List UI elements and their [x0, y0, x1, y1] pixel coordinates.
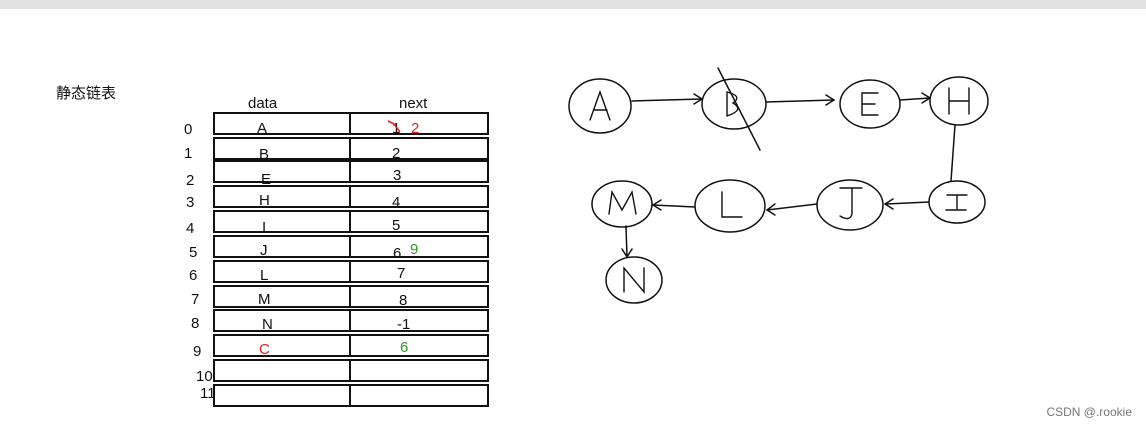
edge-e-h	[899, 97, 931, 101]
table-row	[213, 309, 489, 332]
data-cell: L	[260, 267, 269, 284]
table-row	[213, 160, 489, 183]
next-cell: -1	[397, 316, 411, 333]
row-index: 10	[196, 368, 213, 385]
next-cell: 7	[397, 265, 406, 282]
edge-j-l	[766, 203, 818, 211]
table-row	[213, 384, 489, 407]
next-cell-new: 2	[411, 120, 420, 137]
table-row	[213, 260, 489, 283]
data-cell: I	[262, 219, 267, 236]
edge-l-m	[652, 204, 696, 208]
glyph-i	[945, 194, 968, 211]
edge-a-b	[631, 98, 703, 102]
data-cell: N	[262, 316, 273, 333]
edge-b-e	[765, 99, 835, 103]
data-cell: A	[257, 120, 268, 137]
data-cell-new: C	[259, 341, 270, 358]
arrow-l-m-icon	[652, 199, 662, 211]
glyph-e	[861, 92, 879, 116]
next-cell-old: 1	[392, 120, 401, 137]
next-cell-old: 6	[393, 245, 402, 262]
glyph-n	[623, 266, 645, 294]
next-cell-new: 6	[400, 339, 409, 356]
arrow-j-l-icon	[766, 203, 776, 216]
node-j-circle	[816, 179, 884, 231]
next-cell-new: 9	[410, 241, 419, 258]
row-index: 7	[191, 291, 200, 308]
strike-mark-icon	[387, 120, 401, 133]
row-index: 5	[189, 244, 198, 261]
arrow-b-e-icon	[825, 94, 835, 106]
next-cell: 3	[393, 167, 402, 184]
row-index: 3	[186, 194, 195, 211]
node-e-circle	[839, 79, 901, 129]
glyph-l	[721, 191, 743, 218]
arrow-a-b-icon	[693, 93, 703, 105]
table-row	[213, 235, 489, 258]
top-bar	[0, 0, 1146, 9]
data-cell: H	[259, 192, 270, 209]
row-index: 0	[184, 121, 193, 138]
table-row	[213, 210, 489, 233]
header-data: data	[248, 95, 278, 112]
page-title: 静态链表	[56, 85, 117, 102]
node-m-circle	[591, 180, 653, 228]
row-index: 1	[184, 145, 193, 162]
data-cell: E	[261, 171, 272, 188]
row-index: 11	[200, 385, 216, 402]
data-cell: M	[258, 291, 271, 308]
glyph-b	[726, 91, 739, 117]
data-cell: B	[259, 146, 270, 163]
table-row	[213, 112, 489, 135]
strike-line	[717, 67, 761, 151]
arrow-i-j-icon	[884, 198, 894, 210]
arrow-m-n-icon	[621, 248, 633, 258]
next-cell: 4	[392, 194, 401, 211]
node-b-circle	[701, 78, 767, 130]
row-index: 2	[186, 172, 195, 189]
arrow-e-h-icon	[921, 92, 931, 104]
table-row	[213, 359, 489, 382]
next-cell: 5	[392, 217, 401, 234]
glyph-a	[589, 89, 611, 121]
node-h-circle	[929, 76, 989, 126]
table-row	[213, 285, 489, 308]
glyph-j	[839, 187, 863, 220]
next-cell: 2	[392, 145, 401, 162]
watermark: CSDN @.rookie	[1046, 405, 1132, 419]
table-row	[213, 334, 489, 357]
row-index: 9	[193, 343, 202, 360]
table-row	[213, 137, 489, 160]
node-a-circle	[568, 78, 632, 134]
table-row	[213, 185, 489, 208]
node-l-circle	[694, 179, 766, 233]
edge-h-i	[950, 124, 956, 182]
glyph-h	[948, 87, 970, 115]
node-n-circle	[605, 256, 663, 304]
row-index: 6	[189, 267, 198, 284]
edge-i-j	[884, 201, 930, 205]
row-index: 4	[186, 220, 195, 237]
row-index: 8	[191, 315, 200, 332]
header-next: next	[399, 95, 428, 112]
edge-m-n	[625, 225, 628, 258]
next-cell: 8	[399, 292, 408, 309]
glyph-m	[608, 189, 637, 215]
data-cell: J	[260, 242, 268, 259]
